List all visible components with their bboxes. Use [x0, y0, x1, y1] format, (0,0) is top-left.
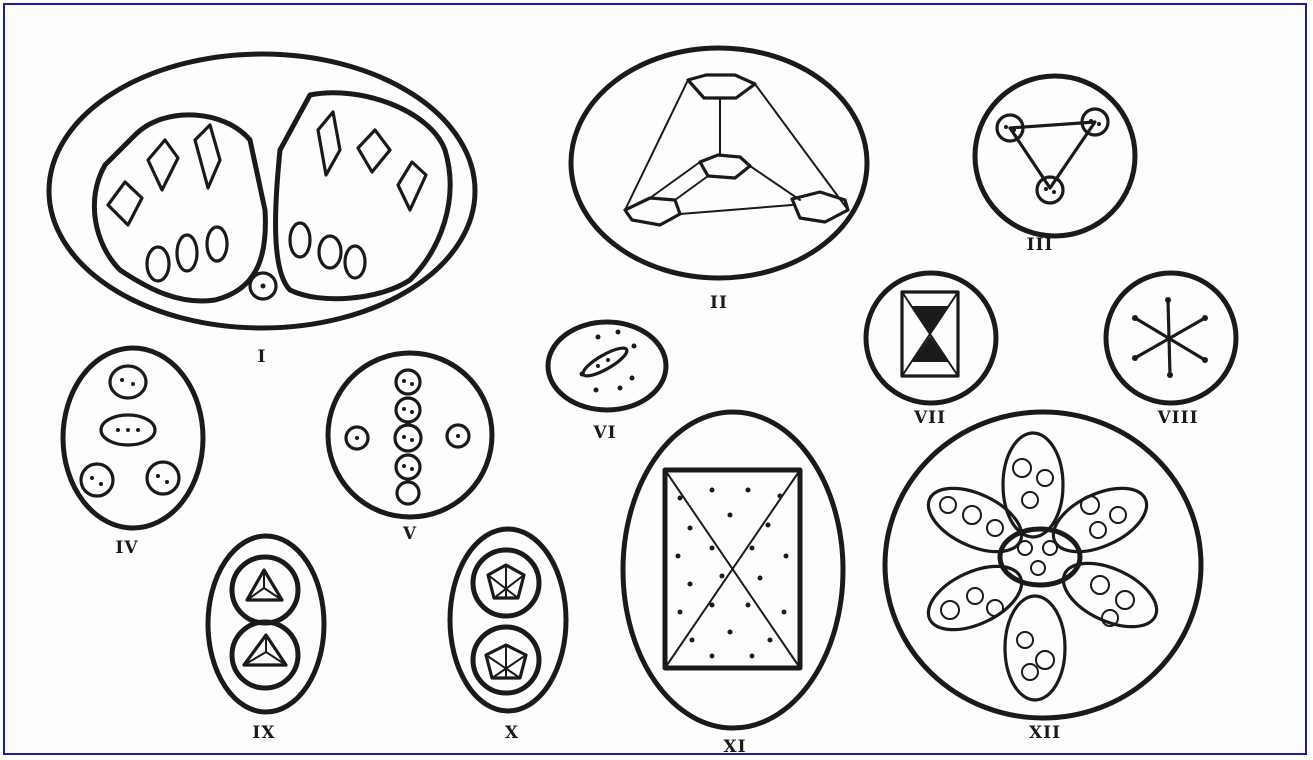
figure-1: I: [49, 54, 475, 367]
fig2-left-hexagon: [625, 198, 680, 225]
fig11-label: XI: [723, 737, 746, 757]
figure-8: VIII: [1106, 273, 1236, 428]
figure-7: VII: [866, 273, 996, 428]
fig12-petal: [1005, 596, 1065, 700]
fig3-label: III: [1027, 235, 1054, 255]
fig1-crystal: [398, 162, 426, 210]
figure-11: XI: [623, 412, 843, 757]
fig6-label: VI: [592, 423, 616, 443]
fig2-right-hexagon: [792, 192, 848, 222]
fig6-outer-membrane: [548, 322, 666, 410]
fig9-label: IX: [252, 723, 275, 743]
fig1-crystal: [318, 112, 340, 175]
fig3-outer-membrane: [975, 76, 1135, 236]
fig1-crystal: [148, 140, 178, 190]
figure-9: IX: [208, 536, 324, 743]
fig12-petal: [919, 553, 1032, 642]
fig2-center-hexagon: [700, 155, 750, 178]
fig1-nucleus: [345, 246, 365, 278]
fig12-petal: [919, 475, 1032, 564]
fig12-center: [1000, 529, 1080, 585]
fig4-label: IV: [115, 538, 138, 558]
fig1-left-cell: [94, 115, 265, 301]
figure-10: X: [450, 529, 566, 743]
fig4-outer-membrane: [63, 348, 203, 528]
fig2-top-hexagon: [688, 75, 755, 98]
fig7-label: VII: [913, 408, 946, 428]
fig5-label: V: [402, 524, 417, 544]
fig1-label: I: [258, 347, 267, 367]
fig1-nucleus: [290, 223, 310, 257]
fig1-nucleus: [147, 247, 169, 281]
fig12-petal: [1003, 433, 1063, 537]
fig12-petal: [1044, 475, 1157, 564]
fig8-label: VIII: [1156, 408, 1198, 428]
fig2-outer-membrane: [571, 48, 867, 278]
figure-2: II: [571, 48, 867, 313]
fig1-crystal: [108, 182, 142, 225]
fig1-nucleus: [319, 236, 341, 268]
figure-12: XII: [885, 412, 1201, 743]
fig1-nucleus: [207, 227, 227, 261]
fig12-outer-membrane: [885, 412, 1201, 718]
fig12-label: XII: [1029, 723, 1061, 743]
figure-6: VI: [548, 322, 666, 443]
fig1-crystal: [358, 130, 390, 172]
fig1-crystal: [195, 125, 220, 188]
fig10-label: X: [505, 723, 519, 743]
fig2-label: II: [710, 293, 728, 313]
figure-5: V: [328, 353, 492, 544]
fig1-nucleus: [177, 235, 197, 271]
fig10-outer-membrane: [450, 529, 566, 711]
figure-4: IV: [63, 348, 203, 558]
figure-3: III: [975, 76, 1135, 255]
